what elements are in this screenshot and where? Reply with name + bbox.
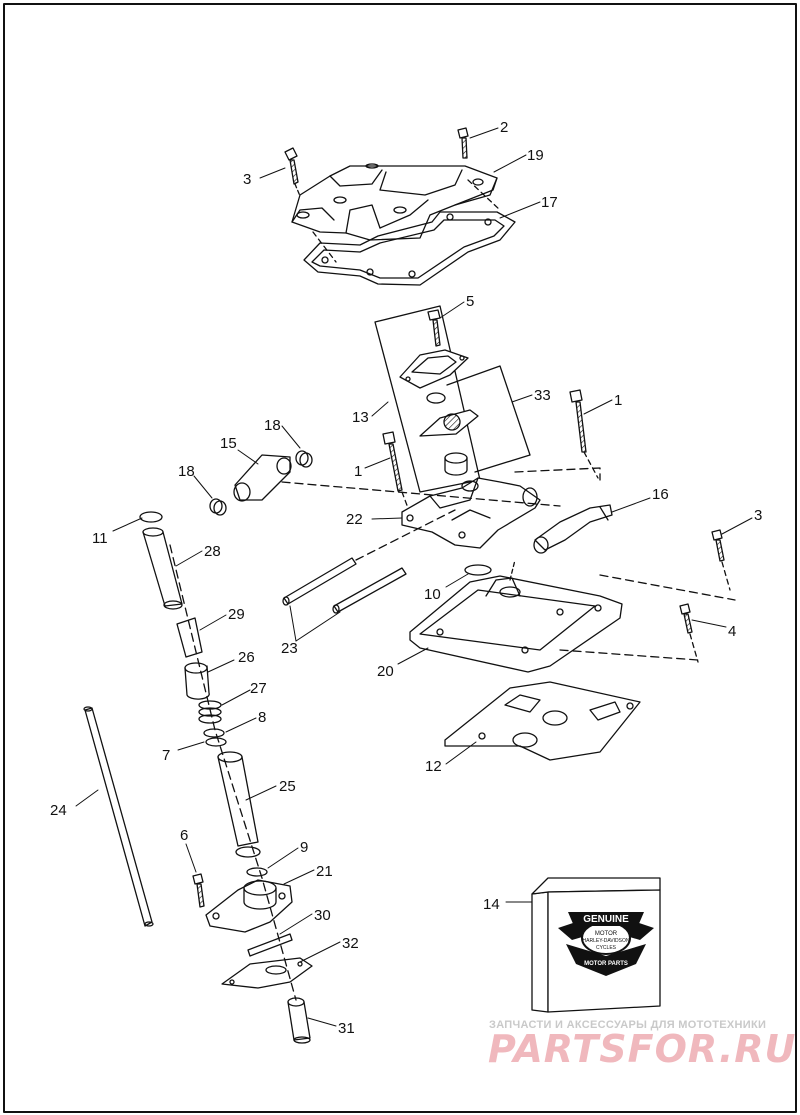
callout-16: 16 [652, 486, 669, 503]
lower-pushrod-tube-25 [217, 751, 261, 858]
breather-valve-33 [419, 409, 479, 437]
lifter-cover-21 [205, 879, 293, 933]
bolt-6 [192, 873, 205, 908]
logo-hd-text: HARLEY-DAVIDSON [583, 938, 630, 944]
callout-20: 20 [377, 663, 394, 680]
page-border [3, 3, 797, 1113]
callout-26: 26 [238, 649, 255, 666]
pushrod-centerline [169, 544, 297, 1001]
rocker-shaft-centerline [281, 481, 561, 507]
callout-3-right: 3 [754, 507, 762, 524]
logo-motor-text: MOTOR [595, 931, 618, 937]
callout-13: 13 [352, 409, 369, 426]
o-ring-9 [246, 867, 268, 877]
rocker-shaft-23a [282, 557, 357, 606]
shaft-alignment-line [355, 509, 456, 561]
alignment-line [599, 574, 736, 601]
logo-cycles-text: CYCLES [596, 945, 617, 951]
breather-cover-5 [399, 309, 469, 389]
rocker-shaft-23b [332, 567, 407, 614]
callout-leaders [75, 127, 753, 1027]
callout-17: 17 [541, 194, 558, 211]
bushing-18-lower [209, 498, 227, 516]
callout-32: 32 [342, 935, 359, 952]
spring-seat-26 [184, 662, 210, 700]
callout-1-right: 1 [614, 392, 622, 409]
bolt-1-right [569, 389, 599, 479]
callout-8: 8 [258, 709, 266, 726]
breather-o-ring [426, 392, 446, 404]
callout-labels: 3 2 19 17 5 13 33 1 18 15 18 1 22 16 3 1… [50, 119, 762, 1037]
callout-6: 6 [180, 827, 188, 844]
bolt-3-right [711, 529, 731, 591]
bushing-18-upper [295, 450, 313, 468]
o-ring-10 [464, 564, 492, 576]
rocker-cover-19 [291, 163, 498, 241]
callout-14: 14 [483, 896, 500, 913]
callout-24: 24 [50, 802, 67, 819]
housing-gasket-12 [444, 681, 641, 761]
callout-9: 9 [300, 839, 308, 856]
callout-4: 4 [728, 623, 736, 640]
genuine-motor-parts-logo: GENUINE MOTOR HARLEY-DAVIDSON CYCLES MOT… [558, 912, 654, 976]
callout-5: 5 [466, 293, 474, 310]
alignment-line [559, 649, 699, 661]
hydraulic-lifter-31 [287, 997, 311, 1044]
upper-pushrod-tube-28 [142, 527, 183, 610]
watermark-brand: PARTSFOR.RU [488, 1027, 797, 1071]
callout-3-top: 3 [243, 171, 251, 188]
callout-1-left: 1 [354, 463, 362, 480]
logo-motor-parts-text: MOTOR PARTS [584, 961, 628, 967]
callout-29: 29 [228, 606, 245, 623]
callout-30: 30 [314, 907, 331, 924]
spring-cap-29 [176, 617, 203, 658]
callout-15: 15 [220, 435, 237, 452]
callout-12: 12 [425, 758, 442, 775]
rocker-cover-gasket-17 [303, 211, 516, 286]
rocker-support-22 [401, 477, 541, 549]
alignment-line [514, 467, 601, 481]
bolt-1-left [382, 431, 409, 509]
o-ring-7 [205, 737, 227, 747]
callout-27: 27 [250, 680, 267, 697]
callout-19: 19 [527, 147, 544, 164]
breather-group-outline-33 [446, 365, 531, 473]
callout-21: 21 [316, 863, 333, 880]
callout-31: 31 [338, 1020, 355, 1037]
callout-11: 11 [92, 530, 108, 547]
bolt-3-top [284, 147, 301, 197]
o-ring-11 [139, 511, 163, 523]
callout-18-lower: 18 [178, 463, 195, 480]
logo-genuine-text: GENUINE [583, 914, 629, 925]
anti-rotation-pin-30 [247, 933, 293, 957]
bolt-2 [457, 127, 469, 159]
cover-alignment-line [312, 231, 337, 263]
bolt-4 [679, 603, 699, 663]
callout-28: 28 [204, 543, 221, 560]
watermark-tagline: ЗАПЧАСТИ И АКСЕССУАРЫ ДЛЯ МОТОТЕХНИКИ [489, 1019, 767, 1031]
o-ring-8 [203, 728, 225, 738]
rocker-arm-15 [233, 454, 292, 502]
callout-25: 25 [279, 778, 296, 795]
callout-2: 2 [500, 119, 508, 136]
lifter-cover-gasket-32 [221, 957, 313, 989]
callout-7: 7 [162, 747, 170, 764]
callout-33: 33 [534, 387, 551, 404]
breather-filter [444, 452, 468, 476]
pushrod-24 [83, 706, 154, 927]
lower-rocker-housing-20 [409, 559, 623, 673]
callout-18-upper: 18 [264, 417, 281, 434]
callout-10: 10 [424, 586, 441, 603]
spring-27 [198, 700, 222, 724]
callout-22: 22 [346, 511, 363, 528]
cover-alignment-line [467, 179, 501, 211]
callout-23: 23 [281, 640, 298, 657]
rocker-arm-16 [533, 504, 613, 554]
